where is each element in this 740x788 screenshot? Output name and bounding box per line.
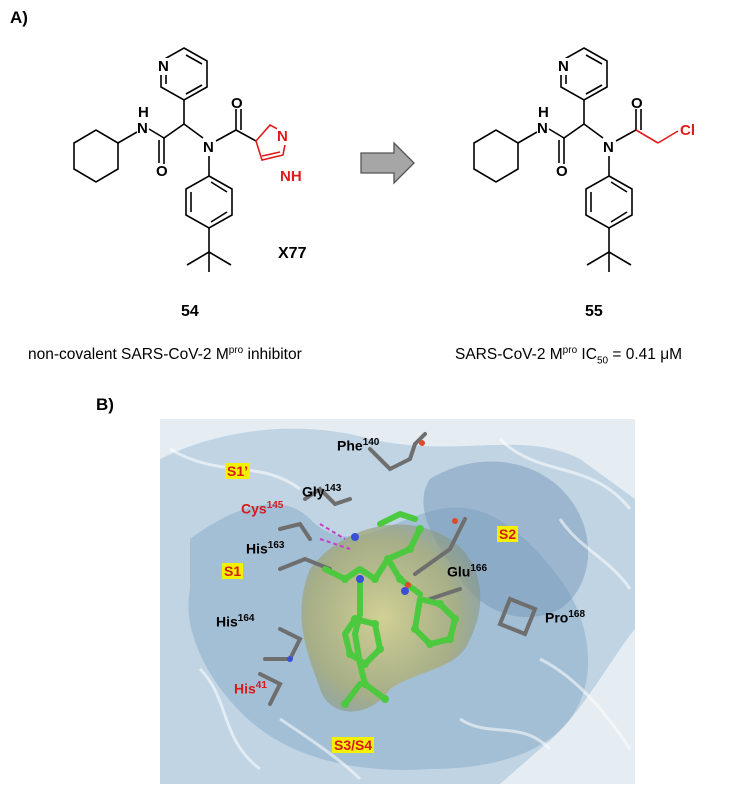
atom-h-54: H [138,104,149,121]
residue-phe140: Phe140 [337,437,380,454]
compound-number-54: 54 [181,303,199,320]
chloroacetyl-bond [635,129,659,144]
pocket-label-s3-s4: S3/S4 [332,737,375,753]
residue-his41: His41 [234,680,267,697]
atom-o-right-54: O [231,95,243,112]
atom-n-tertiary-54: N [203,139,214,156]
pocket-label-s2: S2 [497,526,519,542]
pocket-label-s1-prime: S1’ [225,463,251,479]
residue-pro168: Pro168 [545,609,586,626]
pocket-label-s1: S1 [222,563,244,579]
tag-x77: X77 [278,245,307,262]
atom-o-left-55: O [556,163,568,180]
atom-n-imidazole-54: N [277,128,288,145]
atom-o-left-54: O [156,163,168,180]
residue-glu166: Glu166 [447,563,488,580]
panel-b-label: B) [96,395,114,414]
protein-binding-site-render [160,419,635,784]
caption-55: SARS-CoV-2 Mpro IC50 = 0.41 μM [455,345,683,367]
atom-n-amide-54: N [137,120,148,137]
compound-number-55: 55 [585,303,603,320]
residue-his163: His163 [246,540,285,557]
molecule-55 [473,47,642,272]
chloroacetyl-bond-2 [657,130,679,144]
molecule-54 [73,47,257,272]
atom-h-55: H [538,104,549,121]
atom-cl-55: Cl [680,122,695,139]
panel-a-label: A) [10,8,28,27]
residue-cys145: Cys145 [241,500,284,517]
atom-n-pyridine-55: N [557,58,570,75]
panel-a-structures [73,47,679,272]
atom-n-amide-55: N [537,120,548,137]
reaction-arrow [360,141,415,185]
residue-gly143: Gly143 [302,483,342,500]
atom-o-right-55: O [631,95,643,112]
residue-his164: His164 [216,613,255,630]
atom-nh-imidazole-54: NH [280,168,302,185]
caption-54: non-covalent SARS-CoV-2 Mpro inhibitor [28,345,302,364]
atom-n-tertiary-55: N [603,139,614,156]
atom-n-pyridine-54: N [157,58,170,75]
